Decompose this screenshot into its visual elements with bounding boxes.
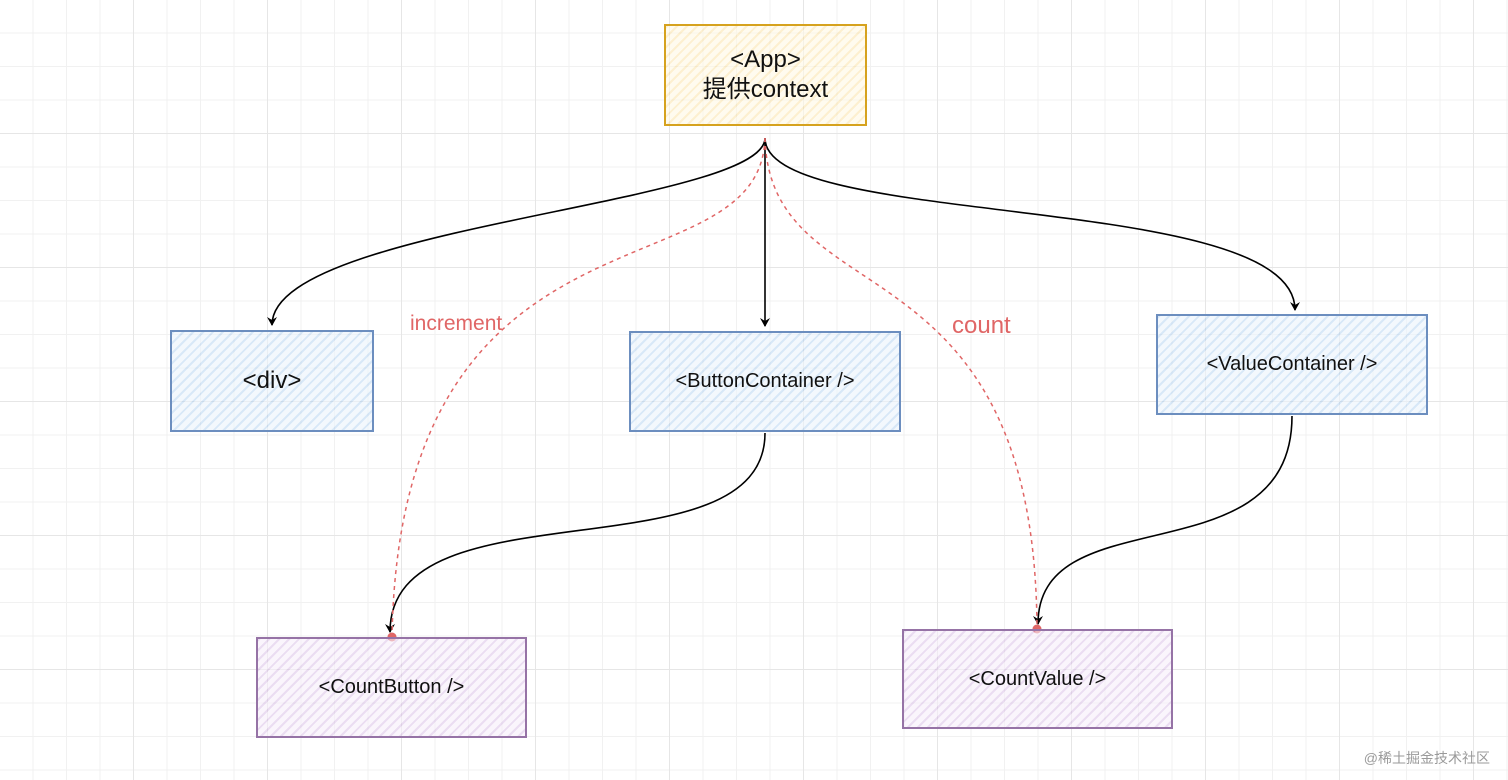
node-div: <div> xyxy=(170,330,374,432)
edge-label-count: count xyxy=(952,312,1011,339)
node-count-value-label: <CountValue /> xyxy=(968,667,1107,690)
node-app-line1: <App> xyxy=(730,46,801,73)
context-edge-count xyxy=(764,137,1038,630)
node-value-container-label: <ValueContainer /> xyxy=(1206,353,1378,375)
edge-label-increment: increment xyxy=(410,312,503,335)
edge-app-to-div xyxy=(267,137,766,326)
context-edge-increment xyxy=(391,137,766,638)
node-count-button-label: <CountButton /> xyxy=(318,676,465,698)
node-div-label: <div> xyxy=(242,367,302,394)
edge-app-to-value-container xyxy=(764,137,1300,311)
node-button-container-label: <ButtonContainer /> xyxy=(675,370,855,392)
node-count-button: <CountButton /> xyxy=(256,637,527,738)
node-app-line2: 提供context xyxy=(702,76,829,103)
edge-value-container-to-count-value xyxy=(1033,415,1293,625)
node-app: <App> 提供context xyxy=(664,24,867,126)
node-count-value: <CountValue /> xyxy=(902,629,1173,729)
node-value-container: <ValueContainer /> xyxy=(1156,314,1428,415)
node-button-container: <ButtonContainer /> xyxy=(629,331,901,432)
edge-button-container-to-count-button xyxy=(385,432,766,633)
watermark: @稀土掘金技术社区 xyxy=(1363,750,1490,766)
